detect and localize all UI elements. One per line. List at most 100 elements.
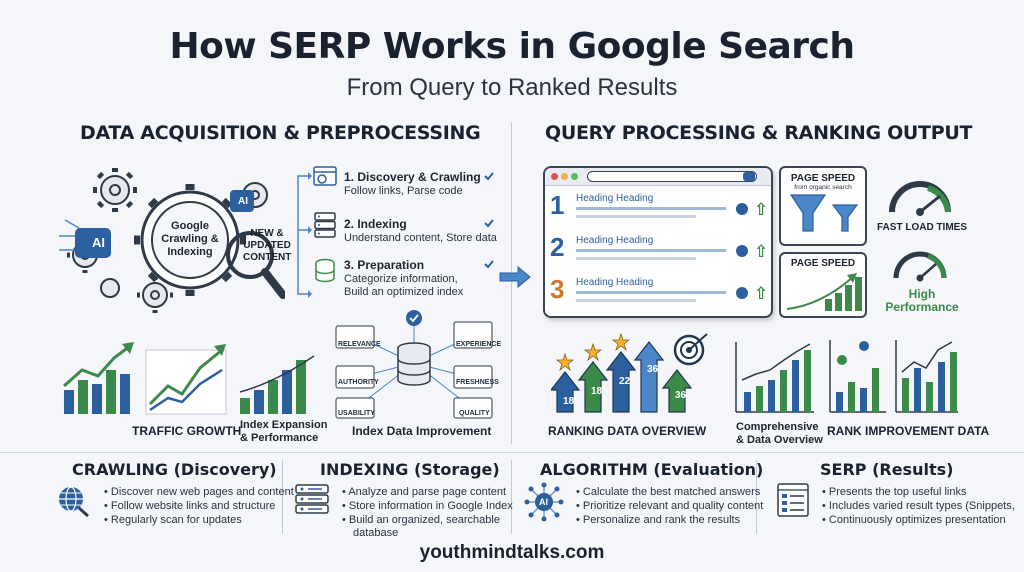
- ai-badge-label: AI: [92, 235, 105, 250]
- check-icon: [484, 260, 494, 269]
- result-line: [576, 291, 726, 294]
- list-item: Follow website links and structure: [104, 499, 294, 513]
- high-performance-label: High Performance: [885, 287, 959, 314]
- check-icon: [484, 219, 494, 228]
- result-line: [576, 257, 696, 260]
- index-expansion-chart: [239, 355, 315, 414]
- funnel-icon: [789, 194, 859, 232]
- star-icon: [555, 352, 575, 372]
- globe-icon: [59, 486, 89, 518]
- rank-number: 2: [550, 232, 565, 262]
- hub-label-experience: EXPERIENCE: [456, 341, 502, 348]
- rank-improvement-label: RANK IMPROVEMENT DATA: [827, 424, 990, 438]
- step-2-title: 2. Indexing: [344, 217, 407, 231]
- hub-label-freshness: FRESHNESS: [456, 379, 499, 386]
- search-icon: [743, 172, 755, 181]
- card-crawling-bullets: Discover new web pages and content Follo…: [104, 485, 294, 527]
- card-indexing-bullet-continuation: database: [353, 527, 399, 539]
- step-3-desc: Categorize information,: [344, 273, 458, 285]
- arrow-number-1: 18: [563, 396, 575, 407]
- page-title: How SERP Works in Google Search: [169, 26, 855, 67]
- traffic-bar-chart-1: [63, 342, 134, 414]
- star-icon: [583, 342, 603, 362]
- step-1-desc: Follow links, Parse code: [344, 185, 463, 197]
- list-item: Prioritize relevant and quality content: [576, 499, 763, 513]
- result-heading: Heading Heading: [576, 193, 654, 204]
- index-improvement-label: Index Data Improvement: [352, 424, 492, 438]
- up-arrow-icon: ⇧: [754, 284, 769, 303]
- list-item: Personalize and rank the results: [576, 513, 763, 527]
- fast-load-times-label: FAST LOAD TIMES: [877, 222, 967, 233]
- list-item: Regularly scan for updates: [104, 513, 294, 527]
- server-icon: [314, 212, 336, 238]
- card-indexing-title: INDEXING (Storage): [320, 460, 500, 479]
- speed-bar-chart: [786, 273, 862, 311]
- list-item: Store information in Google Index: [342, 499, 513, 513]
- arrow-number-5: 36: [675, 390, 687, 401]
- page-subtitle: From Query to Ranked Results: [346, 74, 678, 101]
- hub-label-usability: USABILITY: [338, 410, 375, 417]
- list-item: Calculate the best matched answers: [576, 485, 763, 499]
- check-icon: [484, 172, 494, 181]
- result-row-1: 1 Heading Heading ⇧: [550, 190, 770, 228]
- ai-badge-label-small: AI: [238, 196, 248, 207]
- list-item: Presents the top useful links: [822, 485, 1018, 499]
- ai-badge-label-card: AI: [539, 497, 548, 507]
- rank-improvement-chart-2: [895, 340, 958, 413]
- result-line: [576, 249, 726, 252]
- list-item: Analyze and parse page content: [342, 485, 513, 499]
- hub-label-relevance: RELEVANCE: [338, 341, 381, 348]
- ai-chip-icon: [59, 219, 111, 258]
- left-section-heading: DATA ACQUISITION & PREPROCESSING: [80, 122, 481, 144]
- ranking-overview-label: RANKING DATA OVERVIEW: [548, 424, 707, 438]
- result-line: [576, 207, 726, 210]
- card-algorithm-bullets: Calculate the best matched answers Prior…: [576, 485, 763, 527]
- section-divider: [511, 122, 512, 444]
- traffic-growth-label: TRAFFIC GROWTH: [132, 424, 242, 438]
- right-section-heading: QUERY PROCESSING & RANKING OUTPUT: [545, 122, 973, 144]
- window-max-dot: [571, 173, 578, 180]
- result-heading: Heading Heading: [576, 235, 654, 246]
- up-arrow-icon: ⇧: [754, 200, 769, 219]
- page-speed-panel-1: PAGE SPEED from organic search: [779, 166, 867, 246]
- list-item: Continuously optimizes presentation: [822, 513, 1018, 527]
- step-3-desc-2: Build an optimized index: [344, 286, 464, 298]
- card-crawling-title: CRAWLING (Discovery): [72, 460, 277, 479]
- card-indexing-bullets: Analyze and parse page content Store inf…: [342, 485, 513, 527]
- new-updated-content-label: NEW & UPDATED CONTENT: [243, 228, 292, 263]
- list-item: Discover new web pages and content: [104, 485, 294, 499]
- database-icon: [397, 342, 431, 386]
- star-icon: [611, 332, 631, 352]
- hub-label-quality: QUALITY: [459, 410, 490, 417]
- index-expansion-label: Index Expansion & Performance: [240, 419, 328, 444]
- gear-center-label: Google Crawling & Indexing: [161, 220, 219, 258]
- card-algorithm-title: ALGORITHM (Evaluation): [540, 460, 764, 479]
- gauge-icon: [889, 181, 951, 216]
- check-icon: [736, 287, 748, 299]
- comprehensive-label: Comprehensive & Data Overview: [736, 421, 823, 446]
- result-line: [576, 215, 696, 218]
- window-min-dot: [561, 173, 568, 180]
- hub-label-authority: AUTHORITY: [338, 379, 379, 386]
- step-2-desc: Understand content, Store data: [344, 232, 497, 244]
- list-item: Build an organized, searchable: [342, 513, 513, 527]
- result-row-3: 3 Heading Heading ⇧: [550, 274, 770, 312]
- result-row-2: 2 Heading Heading ⇧: [550, 232, 770, 270]
- result-heading: Heading Heading: [576, 277, 654, 288]
- list-item: Includes varied result types (Snippets,: [822, 499, 1018, 513]
- arrow-number-3: 22: [619, 376, 631, 387]
- gear-icon: [100, 278, 120, 298]
- gauge-icon: [893, 251, 947, 282]
- cards-divider-top: [0, 452, 1024, 453]
- arrow-number-4: 36: [647, 364, 659, 375]
- rank-number: 1: [550, 190, 565, 220]
- footer-url: youthmindtalks.com: [419, 542, 605, 563]
- gear-icon: [93, 168, 137, 212]
- check-icon: [406, 310, 422, 326]
- card-serp-title: SERP (Results): [820, 460, 954, 479]
- window-close-dot: [551, 173, 558, 180]
- rank-improvement-chart-1: [829, 340, 886, 413]
- page-speed-panel-2: PAGE SPEED: [779, 252, 867, 318]
- magnifier-icon: [226, 231, 285, 299]
- steps-bracket: [297, 172, 312, 298]
